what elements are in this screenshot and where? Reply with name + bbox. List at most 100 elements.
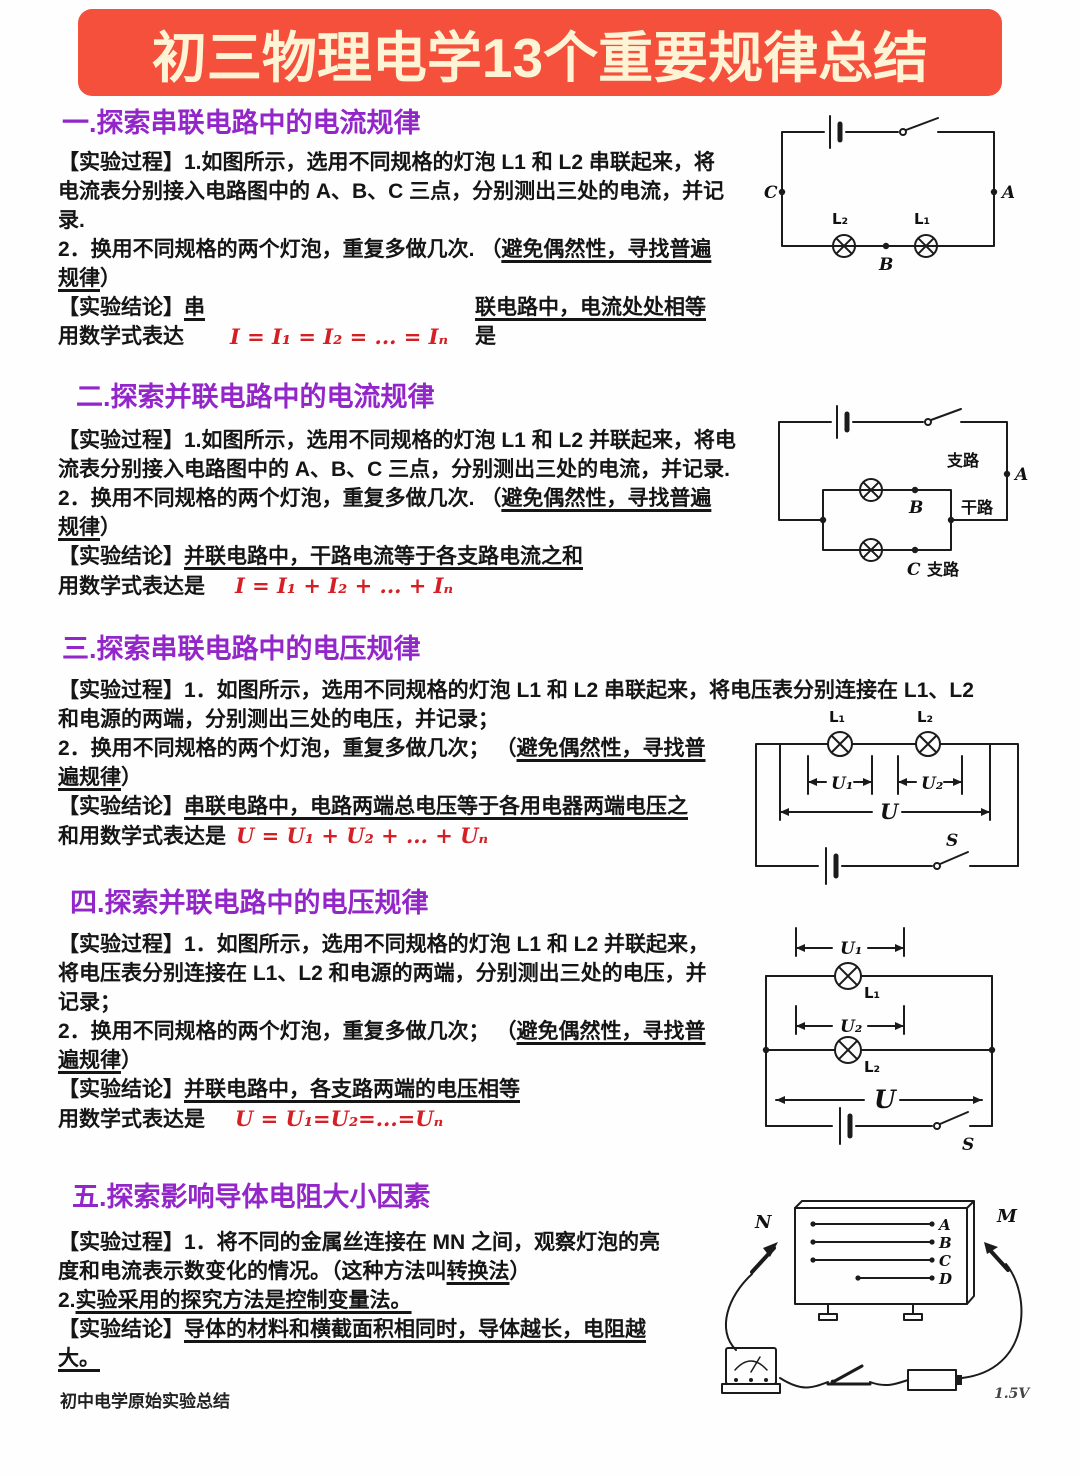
s3-l3-paren: （: [495, 737, 517, 760]
wire-switch-to-battery: [869, 1379, 909, 1387]
s5-conclusion-end: 大。: [58, 1347, 100, 1370]
switch-lever: [930, 408, 962, 421]
switch-pivot: [924, 418, 932, 426]
s1-conclusion-label: 【实验结论】: [58, 296, 184, 319]
spacer: [58, 414, 736, 426]
section-3-heading: 三.探索串联电路中的电压规律: [62, 634, 421, 664]
s4-line-6: 【实验结论】并联电路中，各支路两端的电压相等: [58, 1075, 709, 1104]
s3-l4-paren: ）: [121, 766, 142, 789]
s4-l5-emph: 遍规律: [58, 1049, 121, 1072]
point-b-label: B: [878, 255, 893, 275]
wire-ammeter-to-switch: [779, 1377, 829, 1389]
s4-line-4: 2．换用不同规格的两个灯泡，重复多做几次； （避免偶然性，寻找普: [58, 1017, 709, 1046]
s4-conclusion-text: 并联电路中，各支路两端的电压相等: [184, 1078, 520, 1101]
u-total-label: U: [874, 1085, 898, 1114]
s5-line-3: 2.实验采用的探究方法是控制变量法。: [58, 1286, 660, 1315]
series-voltage-circuit-diagram: L₁ L₂ U₁ U₂ U S: [755, 708, 1019, 885]
s5-l2-paren: ）: [509, 1260, 531, 1283]
section-parallel-voltage: 四.探索并联电路中的电压规律 【实验过程】1．如图所示，选用不同规格的灯泡 L1…: [58, 886, 709, 1133]
lamp-l2-icon: [915, 731, 941, 757]
switch-pivot: [933, 1122, 941, 1130]
s3-line-3: 2．换用不同规格的两个灯泡，重复多做几次； （避免偶然性，寻找普: [58, 734, 974, 763]
wire-battery-to-m: [961, 1263, 1023, 1379]
s1-l4-paren: （: [480, 238, 502, 261]
s1-formula: I = I₁ = I₂ = ... = Iₙ: [230, 324, 449, 349]
u-total-label: U: [880, 799, 900, 824]
s5-line-1: 【实验过程】1．将不同的金属丝连接在 MN 之间，观察灯泡的亮: [58, 1228, 660, 1257]
spacer: [58, 1214, 660, 1228]
s1-line-4: 2．换用不同规格的两个灯泡，重复多做几次. （避免偶然性，寻找普遍: [58, 235, 724, 264]
s4-l3-text: 记录；: [58, 991, 121, 1014]
s1-l5-emph: 规律: [58, 267, 100, 290]
s4-l5-paren: ）: [121, 1049, 142, 1072]
s2-formula-label: 用数学式表达是: [58, 575, 205, 598]
parallel-current-circuit-diagram: A 支路 干路 B C 支路: [778, 405, 1028, 580]
s4-l4-paren: （: [495, 1020, 517, 1043]
s1-line-2: 电流表分别接入电路图中的 A、B、C 三点，分别测出三处的电流，并记: [58, 177, 724, 206]
resistance-experiment-figure: A B C D N M: [721, 1200, 1031, 1402]
lamp-l2-label: L₂: [864, 1058, 880, 1076]
lamp-l1-label: L₁: [914, 210, 930, 228]
s2-l3-paren: （: [480, 487, 502, 510]
wire-d-label: D: [938, 1270, 952, 1288]
switch-pivot: [899, 128, 907, 136]
s3-line-5: 【实验结论】串联电路中，电路两端总电压等于各用电器两端电压之: [58, 792, 974, 821]
probe-m: [986, 1246, 1010, 1272]
lamp-l2-icon: [834, 1036, 862, 1064]
point-a-label: A: [1000, 183, 1014, 203]
battery-voltage-label: 1.5V: [994, 1386, 1031, 1402]
spacer: [58, 666, 974, 676]
s1-line-1: 【实验过程】1.如图所示，选用不同规格的灯泡 L1 和 L2 串联起来，将: [58, 148, 724, 177]
s4-l4-emph: 避免偶然性，寻找普: [516, 1020, 706, 1043]
wire-n-to-ammeter: [725, 1273, 753, 1351]
wire-b-label: B: [938, 1234, 952, 1252]
s5-line-5: 大。: [58, 1344, 660, 1373]
s5-l3-num: 2.: [58, 1289, 76, 1312]
s4-formula: U = U₁=U₂=...=Uₙ: [235, 1106, 444, 1131]
lamp-l1-icon: [827, 731, 853, 757]
section-5-heading: 五.探索影响导体电阻大小因素: [72, 1182, 431, 1212]
s4-l1-text: 【实验过程】1．如图所示，选用不同规格的灯泡 L1 和 L2 并联起来，: [58, 933, 710, 956]
s2-l2-text: 流表分别接入电路图中的 A、B、C 三点，分别测出三处的电流，并记录.: [58, 458, 730, 481]
switch-lever: [905, 117, 939, 131]
s1-shi-text: 是: [475, 325, 496, 348]
s1-line-7: 用数学式表达 I = I₁ = I₂ = ... = Iₙ 是: [58, 322, 724, 351]
section-series-voltage: 三.探索串联电路中的电压规律 【实验过程】1．如图所示，选用不同规格的灯泡 L1…: [58, 632, 974, 850]
lamp-l2-icon: [832, 234, 856, 258]
point-c-label: C: [907, 560, 921, 580]
s3-line-2: 和电源的两端，分别测出三处的电压，并记录；: [58, 705, 974, 734]
s3-l3-emph: 避免偶然性，寻找普: [516, 737, 706, 760]
s3-conclusion-text: 串联电路中，电路两端总电压等于各用电器两端电压之: [184, 795, 688, 818]
probe-n-label: N: [754, 1212, 773, 1233]
s2-l3-text: 2．换用不同规格的两个灯泡，重复多做几次.: [58, 487, 481, 510]
s1-l4-text: 2．换用不同规格的两个灯泡，重复多做几次.: [58, 238, 481, 261]
wire-board: [794, 1207, 968, 1305]
section-4-heading: 四.探索并联电路中的电压规律: [70, 888, 429, 918]
point-b-label: B: [908, 498, 923, 518]
s5-line-2: 度和电流表示数变化的情况。（这种方法叫转换法）: [58, 1257, 660, 1286]
s3-formula: U = U₁ + U₂ + ... + Uₙ: [236, 823, 489, 848]
s1-formula-label: 用数学式表达: [58, 325, 184, 348]
spacer: [58, 140, 724, 148]
battery-icon: [907, 1369, 962, 1391]
s1-l4-emph: 避免偶然性，寻找普遍: [501, 238, 712, 261]
u2-label: U₂: [840, 1017, 862, 1037]
section-resistance-factors: 五.探索影响导体电阻大小因素 【实验过程】1．将不同的金属丝连接在 MN 之间，…: [58, 1180, 660, 1373]
s2-conclusion-label: 【实验结论】: [58, 545, 184, 568]
probe-m-label: M: [996, 1206, 1018, 1227]
u1-label: U₁: [831, 774, 853, 794]
s3-l2-text: 和电源的两端，分别测出三处的电压，并记录；: [58, 708, 499, 731]
page-title: 初三物理电学13个重要规律总结: [151, 26, 929, 89]
lamp-l1-icon: [914, 234, 938, 258]
parallel-voltage-circuit-diagram: U₁ L₁ U₂ L₂ U S: [762, 927, 996, 1155]
lamp-top-icon: [859, 478, 883, 502]
u2-label: U₂: [921, 774, 943, 794]
s1-l5-paren: ）: [100, 267, 121, 290]
s3-l1-text: 【实验过程】1．如图所示，选用不同规格的灯泡 L1 和 L2 串联起来，将电压表…: [58, 679, 974, 702]
s5-l1-text: 【实验过程】1．将不同的金属丝连接在 MN 之间，观察灯泡的亮: [58, 1231, 661, 1254]
switch-lever: [939, 1111, 969, 1125]
s1-l2-text: 电流表分别接入电路图中的 A、B、C 三点，分别测出三处的电流，并记: [58, 180, 725, 203]
s2-line-1: 【实验过程】1.如图所示，选用不同规格的灯泡 L1 和 L2 并联起来，将电: [58, 426, 736, 455]
s4-l4-text: 2．换用不同规格的两个灯泡，重复多做几次；: [58, 1020, 496, 1043]
